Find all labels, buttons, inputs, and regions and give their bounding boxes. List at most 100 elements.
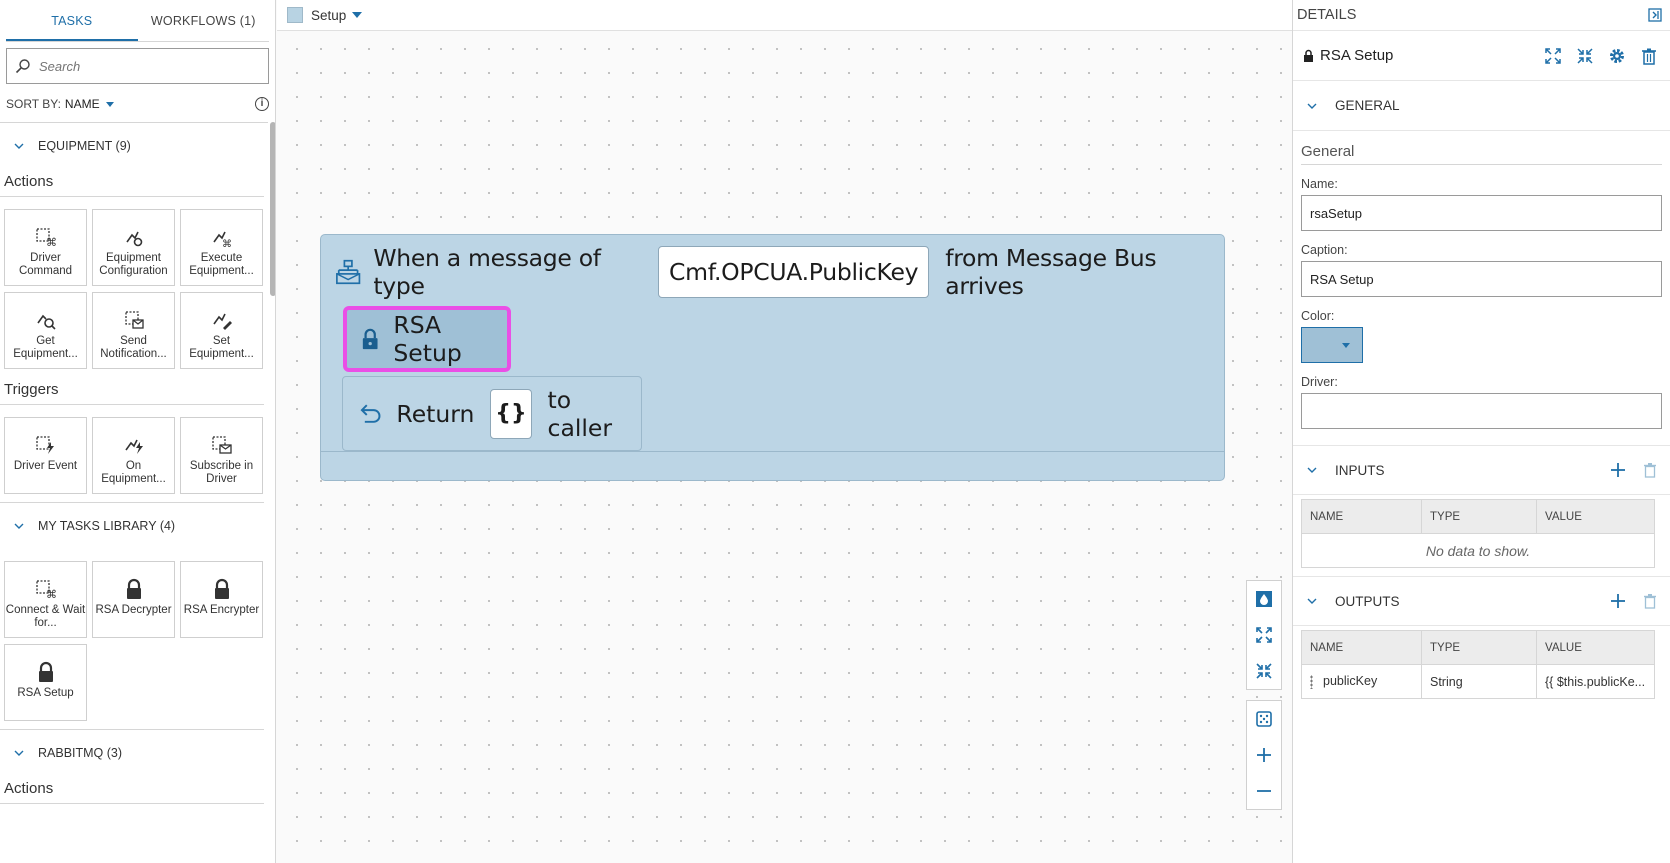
trigger-row: When a message of type Cmf.OPCUA.PublicK… [321,235,1224,309]
column-header[interactable]: VALUE [1536,630,1655,665]
set-equipment-icon [212,313,232,330]
divider [0,729,264,730]
column-header[interactable]: VALUE [1536,499,1655,534]
driver-event-icon [35,436,54,454]
tile-label: Get Equipment... [13,335,78,360]
trash-icon[interactable] [1642,462,1658,478]
add-output-icon[interactable] [1610,593,1626,609]
collapse-icon [1256,663,1272,679]
details-header: DETAILS [1293,0,1670,31]
page-selector[interactable]: Setup [311,7,347,23]
section-outputs[interactable]: OUTPUTS [1293,576,1670,626]
task-tile-set-equipment[interactable]: Set Equipment... [180,292,263,369]
canvas-tools-bottom [1246,700,1282,810]
chevron-down-icon [1307,103,1317,109]
task-tile-on-equipment[interactable]: On Equipment... [92,417,175,494]
tile-label: Subscribe in Driver [189,460,254,485]
drag-handle-icon[interactable] [1310,674,1313,689]
expand-button[interactable] [1247,617,1281,653]
get-equipment-icon [36,314,56,330]
chevron-down-icon [14,750,24,756]
lock-icon [1304,49,1313,62]
tile-label: Set Equipment... [189,335,254,360]
chevron-down-icon [14,523,24,529]
divider [0,502,264,503]
page-color-swatch [287,7,303,23]
zoom-in-button[interactable] [1247,737,1281,773]
task-tile-get-equipment[interactable]: Get Equipment... [4,292,87,369]
output-name-cell[interactable]: publicKey [1301,664,1422,699]
section-rabbitmq[interactable]: RABBITMQ (3) [0,730,268,776]
lock-icon [38,661,53,682]
section-inputs[interactable]: INPUTS [1293,445,1670,495]
section-label: OUTPUTS [1335,593,1400,609]
collapse-icon[interactable] [1576,47,1594,65]
outputs-actions [1610,593,1658,609]
color-picker[interactable] [1301,327,1363,363]
sort-value[interactable]: NAME [64,97,100,111]
task-tile-rsa-setup[interactable]: RSA Setup [4,644,87,721]
chevron-down-icon [1307,598,1317,604]
info-icon[interactable]: i [255,97,269,111]
task-tile-driver-event[interactable]: Driver Event [4,417,87,494]
svg-text:⌘: ⌘ [222,239,232,248]
chevron-down-icon[interactable] [352,12,363,18]
rsa-setup-task-block[interactable]: RSA Setup [343,306,511,372]
task-tile-connect-wait[interactable]: ⌘ Connect & Wait for... [4,561,87,638]
section-equipment[interactable]: EQUIPMENT (9) [0,123,268,169]
group-actions: Actions [0,776,264,804]
workflow-canvas[interactable]: When a message of type Cmf.OPCUA.PublicK… [277,31,1292,863]
scrollbar[interactable] [270,122,275,296]
caption-field[interactable]: RSA Setup [1301,261,1662,297]
trash-icon[interactable] [1642,593,1658,609]
trigger-suffix: from Message Bus arrives [945,244,1157,300]
tab-tasks[interactable]: TASKS [6,0,138,41]
section-my-tasks-library[interactable]: MY TASKS LIBRARY (4) [0,503,268,549]
sort-caret-icon[interactable] [105,101,114,107]
task-tile-equipment-configuration[interactable]: Equipment Configuration [92,209,175,286]
task-tile-rsa-decrypter[interactable]: RSA Decrypter [92,561,175,638]
section-label: RABBITMQ (3) [38,746,123,760]
return-suffix: to caller [547,385,613,442]
search-icon [15,59,30,74]
column-header[interactable]: TYPE [1421,499,1537,534]
column-header[interactable]: NAME [1301,630,1422,665]
zoom-out-button[interactable] [1247,773,1281,809]
color-drop-button[interactable] [1247,581,1281,617]
chevron-down-icon [14,143,24,149]
fit-to-screen-button[interactable] [1247,701,1281,737]
task-tile-send-notification[interactable]: Send Notification... [92,292,175,369]
table-row: No data to show. [1301,533,1655,568]
driver-field[interactable] [1301,393,1662,429]
search-box[interactable] [6,48,269,84]
name-field[interactable]: rsaSetup [1301,195,1662,231]
task-tile-subscribe-driver[interactable]: Subscribe in Driver [180,417,263,494]
task-list: EQUIPMENT (9) Actions ⌘ Driver Command E… [0,122,268,863]
task-tile-rsa-encrypter[interactable]: RSA Encrypter [180,561,263,638]
gear-icon[interactable] [1608,47,1626,65]
collapse-button[interactable] [1247,653,1281,689]
collapse-panel-icon[interactable] [1648,8,1662,22]
task-tile-execute-equipment[interactable]: ⌘ Execute Equipment... [180,209,263,286]
table-row[interactable]: publicKey String {{ $this.publicKe... [1301,664,1655,699]
equipment-triggers-tiles: Driver Event On Equipment... Subscribe i… [0,405,268,502]
trigger-block[interactable]: When a message of type Cmf.OPCUA.PublicK… [320,234,1225,481]
output-value-cell[interactable]: {{ $this.publicKe... [1536,664,1655,699]
tile-label: RSA Decrypter [95,604,172,616]
message-type-field[interactable]: Cmf.OPCUA.PublicKey [658,246,930,298]
canvas-tools-top [1246,580,1282,690]
return-value-field[interactable]: {} [490,388,532,439]
section-general[interactable]: GENERAL [1293,81,1670,131]
expand-icon[interactable] [1544,47,1562,65]
lock-icon [214,578,229,599]
add-input-icon[interactable] [1610,462,1626,478]
trash-icon[interactable] [1640,47,1658,65]
tab-workflows[interactable]: WORKFLOWS (1) [150,14,256,28]
return-block[interactable]: Return {} to caller [342,376,642,451]
details-titlebar: RSA Setup [1293,31,1670,81]
task-tile-driver-command[interactable]: ⌘ Driver Command [4,209,87,286]
column-header[interactable]: TYPE [1421,630,1537,665]
column-header[interactable]: NAME [1301,499,1422,534]
search-input[interactable] [39,58,260,74]
output-type-cell[interactable]: String [1421,664,1537,699]
